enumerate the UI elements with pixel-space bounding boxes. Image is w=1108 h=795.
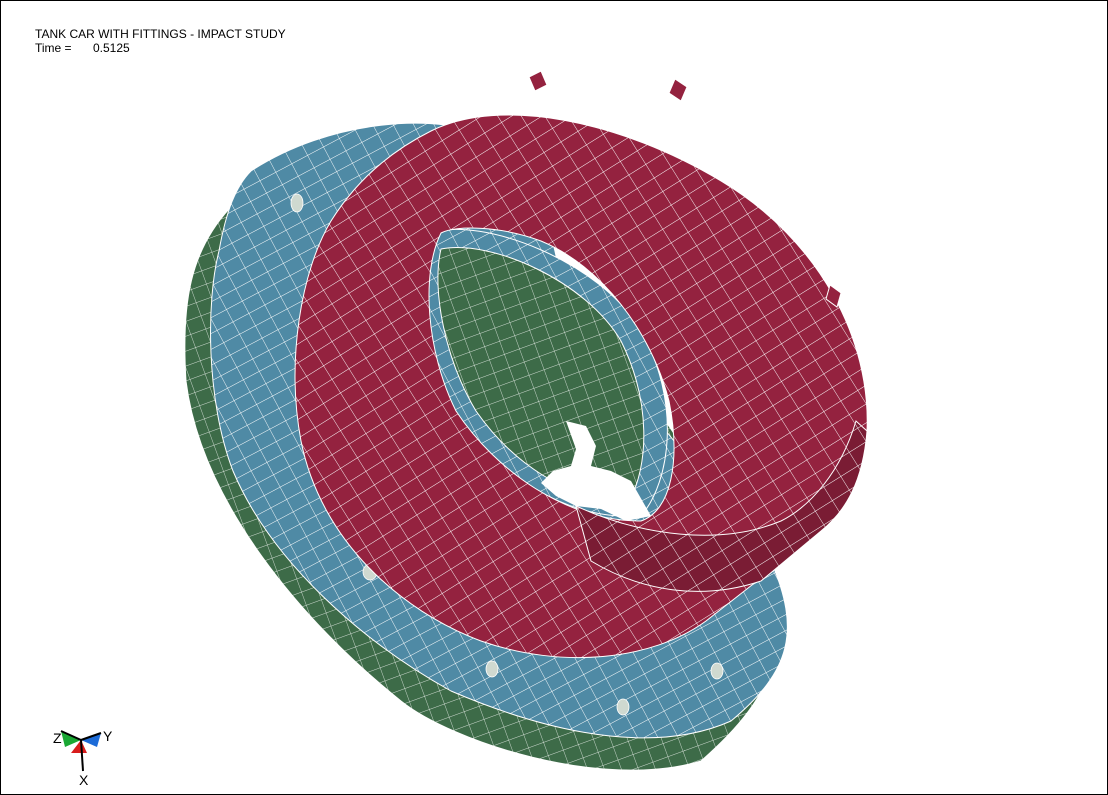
time-value: 0.5125 — [93, 41, 130, 55]
triad-y-arrow — [81, 733, 101, 747]
triad-x-arrow — [71, 740, 87, 753]
triad-x-label: X — [79, 772, 89, 788]
triad-y-label: Y — [103, 728, 113, 744]
axis-triad: Z Y X — [53, 728, 113, 788]
rupture-hole — [541, 421, 651, 521]
triad-z-label: Z — [53, 730, 62, 746]
title-block: TANK CAR WITH FITTINGS - IMPACT STUDY Ti… — [35, 27, 286, 55]
time-label: Time = — [35, 41, 72, 55]
triad-z-arrow — [61, 731, 81, 747]
time-readout: Time = 0.5125 — [35, 41, 286, 55]
model-title: TANK CAR WITH FITTINGS - IMPACT STUDY — [35, 27, 286, 41]
tank-shell — [294, 70, 868, 659]
